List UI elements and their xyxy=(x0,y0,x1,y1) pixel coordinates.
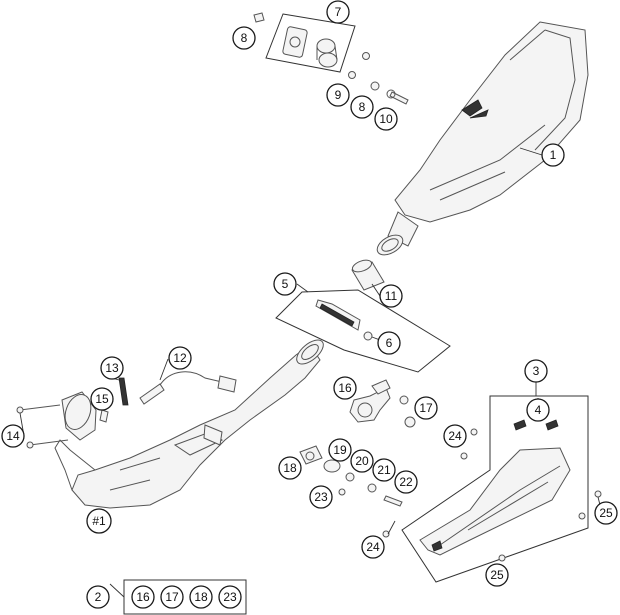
callout-label: 12 xyxy=(173,351,187,365)
callout-label: 2 xyxy=(95,590,102,604)
callout-2: 2 xyxy=(86,585,110,609)
callout-21: 21 xyxy=(372,458,396,482)
callout-label: 18 xyxy=(283,461,297,475)
callout-18: 18 xyxy=(278,456,302,480)
callout-header-1: #1 xyxy=(86,508,112,534)
callout-label: 25 xyxy=(599,506,613,520)
callout-19: 19 xyxy=(328,438,352,462)
callout-12: 12 xyxy=(168,346,192,370)
callout-5: 5 xyxy=(273,272,297,296)
callout-label: 23 xyxy=(314,490,328,504)
kit-2-item-18: 18 xyxy=(189,585,213,609)
callout-24: 24 xyxy=(443,424,467,448)
callout-4: 4 xyxy=(526,398,550,422)
callout-label: 21 xyxy=(377,463,391,477)
callout-6: 6 xyxy=(377,331,401,355)
callout-label: 4 xyxy=(535,403,542,417)
callout-label: 15 xyxy=(95,392,109,406)
callout-24: 24 xyxy=(361,535,385,559)
callout-label: 1 xyxy=(550,148,557,162)
callout-23: 23 xyxy=(309,485,333,509)
header-pipe xyxy=(54,339,324,509)
callout-label: 11 xyxy=(385,289,398,303)
callout-label: 20 xyxy=(355,454,369,468)
callout-label: 3 xyxy=(533,364,540,378)
callout-label: 14 xyxy=(6,429,20,443)
callout-label: 10 xyxy=(379,112,393,126)
callout-1: 1 xyxy=(541,143,565,167)
screws-24-25 xyxy=(382,428,602,562)
callout-25: 25 xyxy=(485,563,509,587)
callout-label: 5 xyxy=(282,277,289,291)
callout-11: 11 xyxy=(379,284,403,308)
fasteners-9-8-10 xyxy=(348,52,409,105)
kit-2-item-23: 23 xyxy=(218,585,242,609)
callout-8: 8 xyxy=(350,95,374,119)
screw-8-top xyxy=(253,12,265,23)
clamp-sleeve xyxy=(351,259,385,291)
bracket-kit-frame xyxy=(265,13,356,73)
kit-2-item-16: 16 xyxy=(131,585,155,609)
damper-parts xyxy=(299,445,403,507)
lambda-sensor xyxy=(139,371,237,405)
callout-label: 24 xyxy=(448,429,462,443)
callout-8: 8 xyxy=(232,26,256,50)
callout-16: 16 xyxy=(333,376,357,400)
callout-label: 16 xyxy=(136,590,150,604)
spring-13 xyxy=(118,377,129,406)
callout-label: 18 xyxy=(194,590,208,604)
muffler xyxy=(376,21,589,256)
callout-label: 23 xyxy=(223,590,237,604)
callout-3: 3 xyxy=(524,359,548,383)
callout-label: 9 xyxy=(335,88,342,102)
kit-2-item-17: 17 xyxy=(160,585,184,609)
callout-label: 24 xyxy=(366,540,380,554)
callout-20: 20 xyxy=(350,449,374,473)
callout-25: 25 xyxy=(594,501,618,525)
kit-2-group xyxy=(123,579,247,615)
callout-10: 10 xyxy=(374,107,398,131)
hanger-bracket xyxy=(349,379,416,428)
callout-22: 22 xyxy=(394,470,418,494)
gasket-15 xyxy=(99,409,109,423)
clamp-kit-frame xyxy=(275,289,451,373)
callout-label: 25 xyxy=(490,568,504,582)
callout-label: 22 xyxy=(399,475,413,489)
callout-label: 17 xyxy=(165,590,179,604)
callout-label: 16 xyxy=(338,381,352,395)
callout-17: 17 xyxy=(414,396,438,420)
callout-label: 7 xyxy=(335,5,342,19)
callout-label: 6 xyxy=(386,336,393,350)
callout-label: 13 xyxy=(105,361,119,375)
callout-label: 8 xyxy=(359,100,366,114)
callout-13: 13 xyxy=(100,356,124,380)
callout-9: 9 xyxy=(326,83,350,107)
callout-14: 14 xyxy=(1,424,25,448)
callout-15: 15 xyxy=(90,387,114,411)
callout-label: 19 xyxy=(333,443,347,457)
callout-label: #1 xyxy=(92,514,106,528)
callout-label: 8 xyxy=(241,31,248,45)
flange-screws-14 xyxy=(16,404,69,449)
heat-shield-frame xyxy=(401,395,589,583)
callout-label: 17 xyxy=(419,401,433,415)
callout-7: 7 xyxy=(326,0,350,24)
